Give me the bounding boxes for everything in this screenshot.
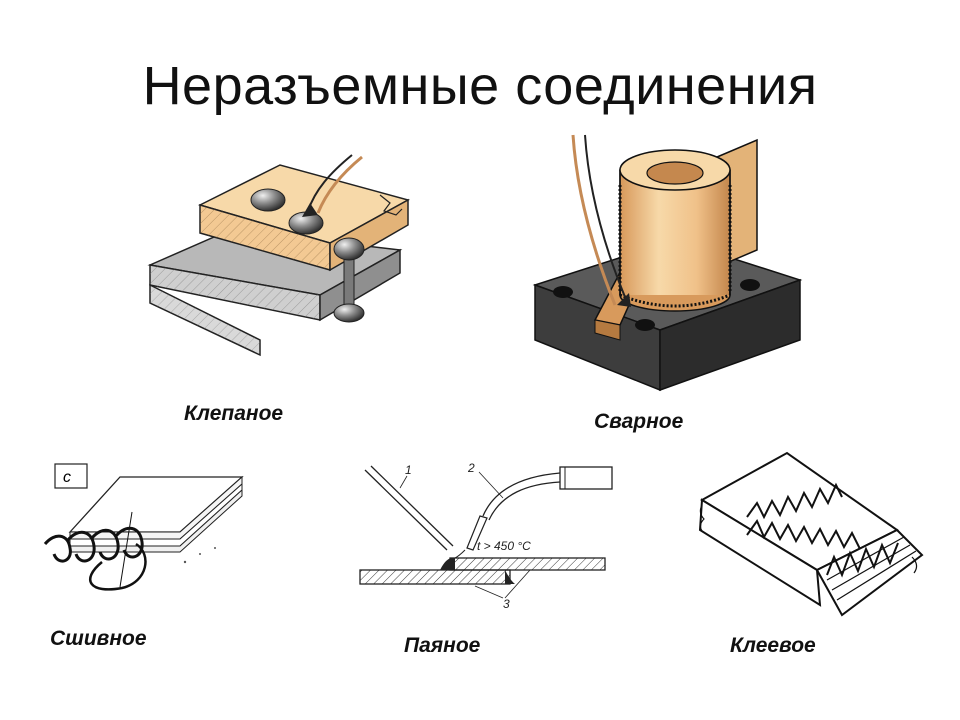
soldered-joint-illustration: 1 2 t > 450 °C 3 <box>355 458 617 611</box>
temperature-label: t > 450 °C <box>477 539 531 553</box>
stitched-joint-illustration: с <box>40 462 250 597</box>
caption-riveted: Клепаное <box>184 402 284 425</box>
stitched-marker: с <box>63 469 71 486</box>
riveted-joint-illustration <box>140 145 420 360</box>
caption-welded: Сварное <box>594 410 684 433</box>
callout-1: 1 <box>405 463 412 477</box>
slide-title: Неразъемные соединения <box>142 56 818 116</box>
caption-soldered: Паяное <box>404 634 481 657</box>
glued-joint-illustration <box>692 445 932 620</box>
caption-glued: Клеевое <box>730 634 816 657</box>
callout-3: 3 <box>503 597 510 611</box>
caption-stitched: Сшивное <box>50 627 147 650</box>
callout-2: 2 <box>467 461 475 475</box>
welded-joint-illustration <box>525 134 810 395</box>
